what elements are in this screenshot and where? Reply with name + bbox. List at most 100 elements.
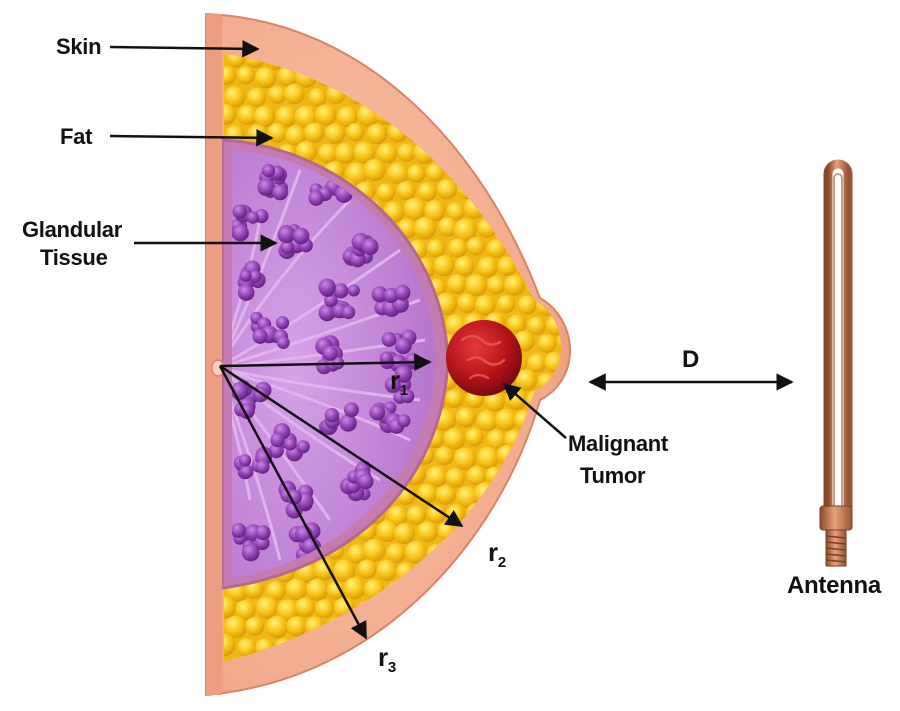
fat-globule [523, 160, 545, 182]
fat-globule [495, 141, 515, 162]
fat-globule [516, 483, 537, 504]
fat-globule [376, 142, 398, 164]
fat-globule [516, 635, 536, 655]
fat-globule [247, 87, 267, 108]
fat-globule [276, 599, 299, 622]
fat-globule [545, 503, 562, 527]
glandular-lobule [232, 224, 249, 242]
fat-globule [438, 217, 458, 237]
fat-globule [517, 105, 536, 124]
fat-globule [507, 125, 528, 146]
fat-globule [465, 274, 488, 297]
fat-globule [474, 295, 496, 316]
fat-globule [407, 164, 426, 183]
glandular-lobule [397, 414, 411, 428]
fat-globule [224, 86, 246, 108]
fat-globule [484, 391, 506, 412]
antenna-label: Antenna [787, 572, 881, 599]
fat-globule [486, 275, 506, 295]
fat-globule [413, 216, 437, 240]
r1-label: r1 [390, 367, 408, 403]
fat-globule [553, 597, 562, 620]
fat-globule [268, 85, 287, 104]
fat-globule [443, 86, 465, 108]
chest-wall-edge [206, 14, 222, 695]
fat-globule [376, 183, 396, 202]
fat-globule [546, 314, 562, 336]
fat-globule [534, 64, 557, 87]
fat-globule [506, 616, 527, 637]
fat-globule [545, 428, 562, 449]
fat-globule [275, 105, 297, 128]
fat-globule [507, 543, 528, 564]
fat-globule [387, 162, 409, 185]
fat-globule [224, 634, 236, 657]
glandular-lobule [318, 278, 336, 296]
tumor-label-line1: Malignant [568, 431, 668, 456]
tumor-arrow [502, 382, 567, 439]
fat-globule [346, 122, 365, 142]
glandular-lobule [268, 443, 284, 459]
fat-globule [336, 106, 358, 128]
copper-dipole-antenna-icon [819, 159, 853, 567]
fat-globule [554, 103, 562, 125]
fat-globule [456, 485, 479, 508]
fat-globule [494, 634, 515, 656]
fat-globule [494, 63, 518, 87]
fat-globule [413, 637, 436, 661]
fat-globule [544, 83, 562, 105]
milk-duct [232, 367, 252, 501]
fat-globule [454, 558, 478, 581]
fat-globule [526, 506, 546, 526]
fat-globule [266, 581, 286, 601]
fat-globule [286, 616, 307, 637]
glandular-lobule [238, 454, 252, 467]
fat-globule [523, 615, 546, 638]
fat-globule [537, 334, 557, 354]
fat-globule [353, 141, 376, 164]
fat-globule [436, 636, 457, 656]
fat-globule [333, 559, 356, 582]
fat-globule [455, 407, 477, 428]
fat-globule [237, 638, 257, 658]
fat-globule [544, 199, 562, 221]
fat-globule [253, 105, 276, 128]
glandular-lobule [270, 432, 285, 448]
glandular-lobule [379, 351, 393, 365]
fat-globule [486, 429, 507, 450]
fat-globule [527, 54, 548, 68]
fat-globule [362, 538, 386, 562]
fat-globule [557, 182, 562, 202]
fat-globule [394, 637, 416, 660]
fat-globule [465, 84, 489, 107]
fat-globule [424, 85, 445, 106]
fat-globule [255, 596, 279, 619]
fat-globule [224, 104, 237, 125]
fat-globule [543, 617, 562, 638]
fat-globule [347, 544, 367, 564]
fat-globule [544, 160, 562, 184]
fat-globule [404, 54, 426, 69]
fat-globule [366, 123, 388, 145]
fat-globule [536, 522, 556, 542]
fat-globule [406, 619, 426, 639]
glandular-lobule [361, 238, 379, 256]
fat-globule [386, 543, 406, 564]
fat-globule [528, 468, 547, 487]
r3-arrow [218, 365, 368, 640]
fat-globule [426, 616, 447, 638]
glandular-lobule [292, 227, 310, 245]
fat-globule [387, 505, 409, 527]
fat-globule [417, 182, 437, 202]
glandular-lobule [324, 408, 340, 423]
fat-globule [224, 596, 237, 619]
fat-globule [486, 578, 509, 601]
glandular-lobule [246, 211, 260, 224]
fat-globule [434, 65, 456, 88]
fat-globule [545, 54, 562, 69]
r1-arrow [219, 353, 432, 372]
fat-globule [396, 181, 416, 201]
fat-globule [235, 599, 256, 621]
fat-globule [557, 220, 562, 239]
